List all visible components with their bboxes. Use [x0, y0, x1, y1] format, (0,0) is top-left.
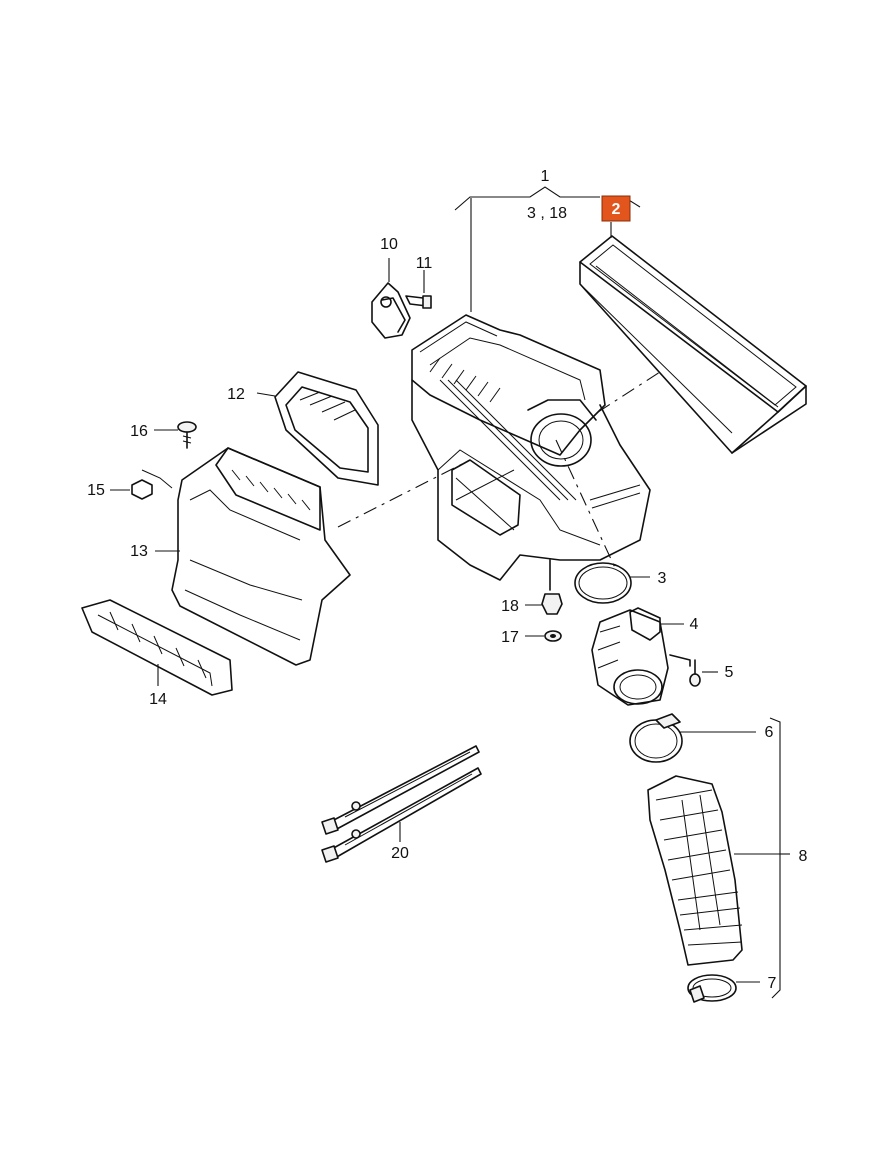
callout-5: 5 — [725, 664, 734, 681]
callout-8: 8 — [799, 848, 808, 865]
mounting-bracket-10 — [371, 258, 411, 339]
air-filter-housing — [411, 314, 651, 591]
callout-7: 7 — [768, 975, 777, 992]
callout-1: 1 — [541, 168, 550, 185]
callout-3: 3 — [658, 570, 667, 587]
callout-14: 14 — [149, 691, 167, 708]
callout-15: 15 — [87, 482, 105, 499]
bolt-11 — [405, 270, 432, 309]
filter-centerline — [597, 371, 661, 413]
callout-3-18: 3 , 18 — [527, 205, 567, 222]
callout-20: 20 — [391, 845, 409, 862]
air-duct-13 — [155, 447, 351, 666]
intake-grille-12 — [256, 371, 379, 486]
hose-clamp-6 — [629, 713, 756, 763]
o-ring-3 — [574, 562, 650, 604]
washer-17 — [525, 630, 562, 642]
housing-centerline — [337, 459, 471, 528]
lower-grille-14 — [81, 599, 233, 696]
highlighted-callout-2[interactable]: 2 — [601, 195, 631, 222]
callout-10: 10 — [380, 236, 398, 253]
screw-5 — [669, 654, 718, 687]
outlet-centerline — [555, 439, 617, 571]
callout-2-label: 2 — [612, 201, 621, 218]
callout-18: 18 — [501, 598, 519, 615]
callout-16: 16 — [130, 423, 148, 440]
hose-clamp-7 — [687, 974, 760, 1003]
callout-17: 17 — [501, 629, 519, 646]
screw-16 — [154, 421, 197, 449]
callout-6: 6 — [765, 724, 774, 741]
callout-13: 13 — [130, 543, 148, 560]
clip-15 — [110, 469, 173, 500]
intake-hose-8 — [647, 717, 790, 999]
cable-ties-20 — [321, 745, 482, 863]
grommet-18 — [525, 593, 563, 615]
callout-4: 4 — [690, 616, 699, 633]
air-filter-element — [579, 235, 807, 454]
callout-12: 12 — [227, 386, 245, 403]
air-flow-meter-4 — [591, 607, 684, 706]
callout-11: 11 — [416, 255, 433, 272]
